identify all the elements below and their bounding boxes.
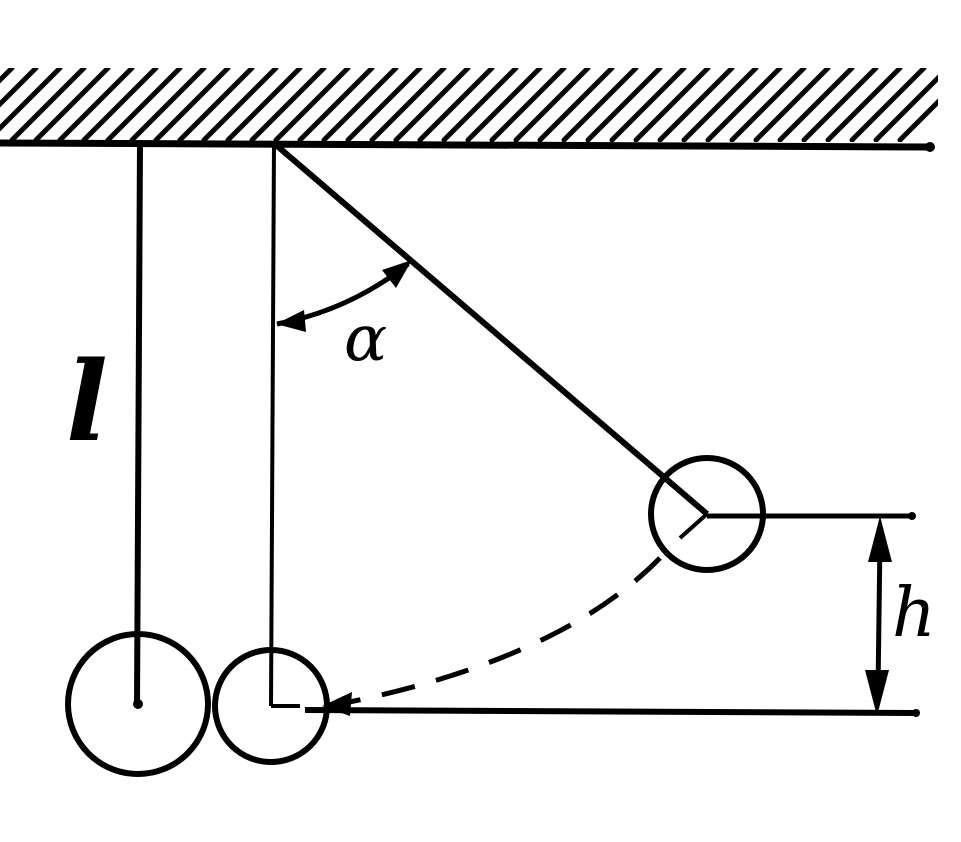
height-arrow-up: [868, 516, 892, 562]
height-dimension-line: [875, 539, 883, 691]
height-label: h: [892, 574, 936, 653]
left-pendulum-string: [134, 142, 143, 705]
left-pendulum-ball: [65, 631, 211, 777]
left-ball-center-dot: [133, 699, 143, 709]
upper-reference-end-dot: [908, 512, 916, 520]
lower-reference-end-dot: [912, 709, 920, 717]
ceiling-end-dot: [925, 142, 935, 152]
ceiling-hatching: [0, 68, 938, 142]
angle-arrowhead-right: [382, 260, 412, 288]
angle-arrowhead-left: [276, 310, 306, 332]
right-pendulum-string-deflected: [274, 142, 709, 517]
angle-label: α: [344, 302, 387, 376]
ceiling-line: [0, 139, 934, 151]
right-pendulum-string-rest: [269, 142, 276, 707]
height-lower-reference-line: [304, 707, 917, 716]
height-arrow-down: [865, 670, 889, 716]
deflected-ball-mark: [678, 512, 709, 540]
length-label: l: [66, 337, 108, 466]
swing-arc-dashed: [339, 556, 662, 707]
